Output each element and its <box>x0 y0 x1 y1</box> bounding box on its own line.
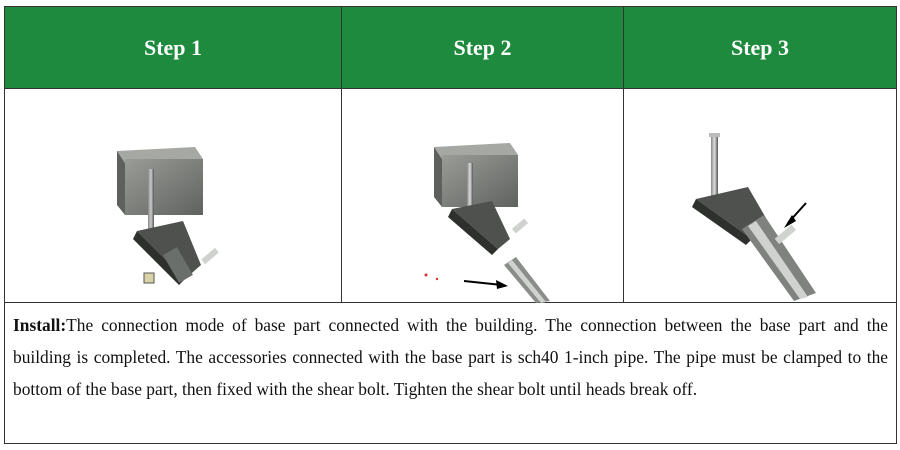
anchor-bolt-icon <box>709 133 720 197</box>
install-text: The connection mode of base part connect… <box>13 315 888 399</box>
anchor-bolt-icon <box>148 169 154 229</box>
step-3-image <box>624 89 896 303</box>
step-1-image <box>5 89 342 303</box>
pipe-icon <box>742 215 816 301</box>
step-2-image <box>342 89 624 303</box>
install-steps-table: Step 1 Step 2 Step 3 <box>4 6 897 444</box>
step-3-header: Step 3 <box>624 7 896 89</box>
install-lead: Install: <box>13 315 67 335</box>
base-part-icon <box>448 201 529 255</box>
step-1-header: Step 1 <box>5 7 342 89</box>
building-block-icon <box>117 147 203 215</box>
arrow-icon <box>784 202 807 228</box>
pipe-icon <box>504 257 550 303</box>
anchor-bolt-icon <box>467 163 473 211</box>
install-description: Install:The connection mode of base part… <box>5 303 896 443</box>
base-part-icon <box>133 221 219 285</box>
building-block-icon <box>434 143 518 207</box>
nut-icon <box>143 272 155 284</box>
step-2-header: Step 2 <box>342 7 624 89</box>
arrow-icon <box>463 280 508 289</box>
shear-bolt-icon <box>774 224 796 245</box>
